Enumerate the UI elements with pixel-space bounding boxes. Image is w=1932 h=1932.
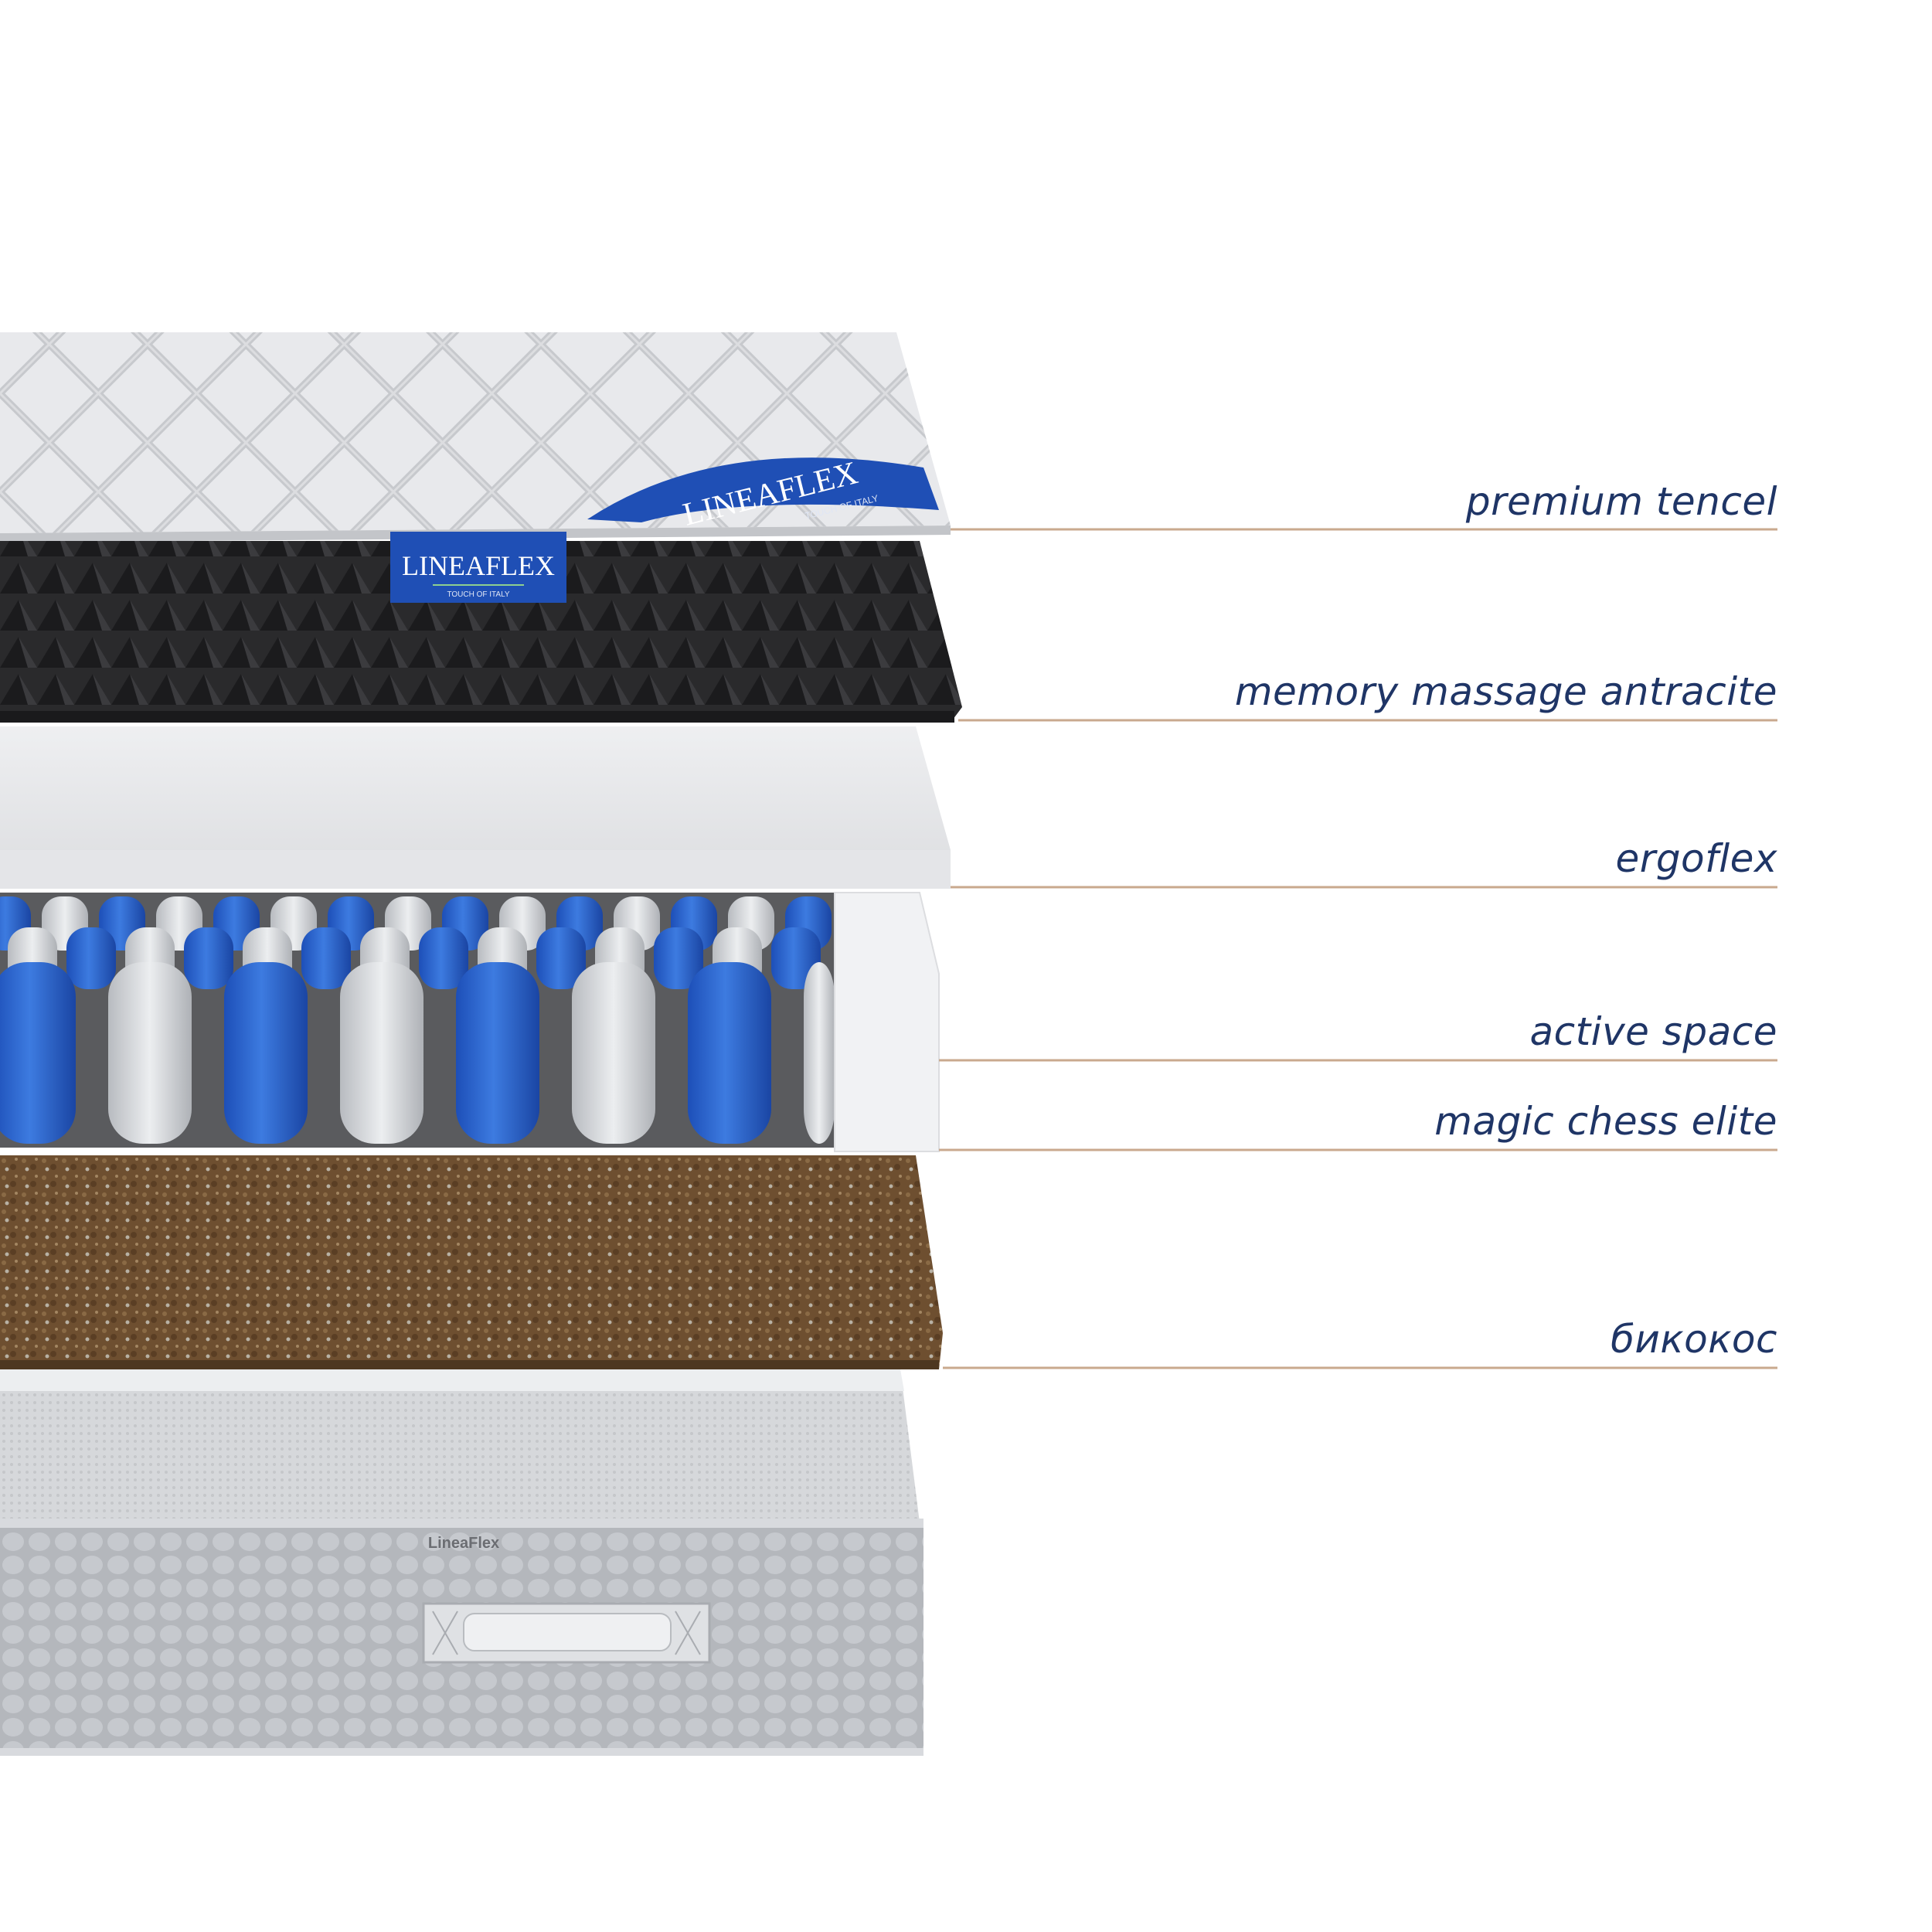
spring-pocket-blue [654, 927, 703, 989]
front-tag-text: LINEAFLEX [402, 550, 555, 581]
label-ergoflex: ergoflex [1615, 836, 1777, 881]
spring-pocket-blue [0, 962, 76, 1144]
spring-pocket-blue [184, 927, 233, 989]
label-premium-tencel: premium tencel [1465, 479, 1777, 524]
mattress-base-cover: LineaFlex [0, 1369, 923, 1756]
spring-pocket-white [804, 962, 835, 1144]
pocket-springs [0, 896, 835, 1144]
front-brand-tag: LINEAFLEX TOUCH OF ITALY [390, 532, 566, 603]
spring-pocket-blue [419, 927, 468, 989]
spring-pocket-white [340, 962, 423, 1144]
spring-pocket-blue [456, 962, 539, 1144]
label-active-space: active space [1529, 1009, 1777, 1054]
label-bicocos: бикокос [1611, 1317, 1777, 1362]
spring-pocket-blue [536, 927, 586, 989]
spring-pocket-blue [66, 927, 116, 989]
label-magic-chess-elite: magic chess elite [1434, 1099, 1777, 1144]
spring-pocket-white [572, 962, 655, 1144]
bicocos-layer [0, 1155, 943, 1369]
spring-pocket-blue [688, 962, 771, 1144]
spring-pocket-white [108, 962, 192, 1144]
memory-massage-layer [0, 541, 962, 723]
spring-pocket-blue [301, 927, 351, 989]
ergoflex-layer [0, 726, 951, 889]
side-logo-text: LineaFlex [428, 1535, 499, 1552]
label-memory-massage-antracite: memory massage antracite [1234, 669, 1777, 714]
spring-pocket-blue [224, 962, 308, 1144]
callout-leader-lines [939, 528, 1777, 1369]
spring-layer [0, 892, 940, 1152]
carry-handle [422, 1602, 711, 1664]
front-tag-subtext: TOUCH OF ITALY [447, 590, 509, 599]
